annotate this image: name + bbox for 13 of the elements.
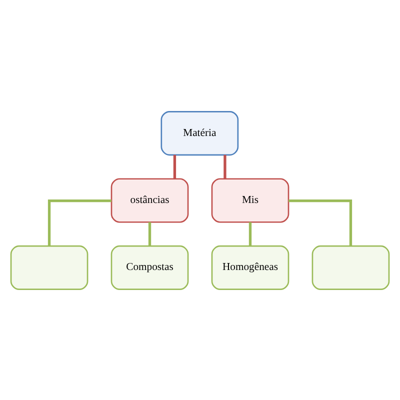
node-box: Mis bbox=[211, 178, 290, 222]
node-box: ostâncias bbox=[110, 178, 189, 222]
connector bbox=[224, 154, 226, 178]
connector bbox=[148, 222, 152, 246]
connector bbox=[48, 199, 112, 246]
node-box: Homogêneas bbox=[211, 244, 290, 290]
node-box: Compostas bbox=[110, 244, 189, 290]
connector bbox=[288, 199, 352, 246]
connector bbox=[248, 222, 252, 246]
node-box bbox=[312, 244, 390, 290]
node-box bbox=[10, 244, 88, 290]
node-box: Matéria bbox=[160, 110, 239, 156]
connector bbox=[173, 154, 176, 178]
